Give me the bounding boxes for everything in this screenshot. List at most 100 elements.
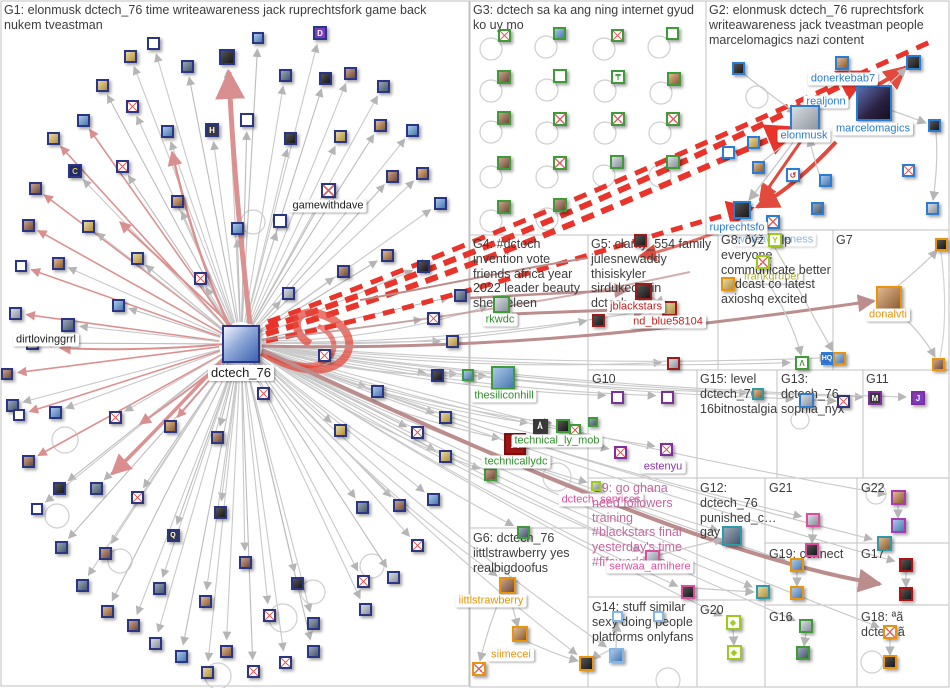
graph-node[interactable] (810, 201, 824, 215)
graph-node[interactable] (591, 313, 605, 327)
graph-node[interactable] (306, 644, 320, 658)
graph-node[interactable] (415, 166, 429, 180)
graph-node[interactable] (75, 578, 89, 592)
graph-node-dctech_76[interactable] (222, 325, 260, 363)
graph-node[interactable] (556, 419, 570, 433)
graph-node[interactable] (410, 425, 424, 439)
graph-node[interactable] (591, 481, 601, 491)
graph-node[interactable] (746, 135, 760, 149)
graph-node[interactable] (934, 237, 948, 251)
graph-node[interactable] (666, 155, 680, 169)
graph-node-siimecei[interactable] (512, 626, 528, 642)
graph-node[interactable] (15, 260, 27, 272)
graph-node[interactable] (281, 286, 295, 300)
graph-node[interactable] (552, 26, 566, 40)
graph-node[interactable] (721, 277, 735, 291)
graph-node[interactable] (370, 384, 384, 398)
graph-node[interactable] (51, 256, 65, 270)
graph-node[interactable] (805, 543, 819, 557)
graph-node[interactable] (306, 616, 320, 630)
graph-node[interactable] (81, 219, 95, 233)
graph-node[interactable] (818, 173, 832, 187)
graph-node[interactable] (790, 558, 804, 572)
graph-node[interactable] (462, 369, 474, 381)
graph-node[interactable] (290, 576, 304, 590)
graph-node[interactable] (256, 386, 270, 400)
graph-node[interactable] (652, 610, 664, 622)
graph-node[interactable] (343, 66, 357, 80)
graph-node[interactable] (278, 655, 292, 669)
graph-node[interactable] (1, 368, 13, 380)
graph-node[interactable] (681, 585, 695, 599)
graph-node[interactable] (193, 271, 207, 285)
graph-node-dirtlovinggrrl[interactable] (61, 318, 75, 332)
graph-node[interactable] (796, 646, 810, 660)
graph-node[interactable] (633, 233, 647, 247)
graph-node[interactable] (376, 79, 390, 93)
graph-node-rkwdc[interactable] (492, 295, 510, 313)
graph-node[interactable] (89, 481, 103, 495)
graph-node[interactable]: ◈ (725, 614, 741, 630)
graph-node[interactable] (262, 608, 276, 622)
graph-node[interactable] (246, 664, 260, 678)
graph-node[interactable] (392, 498, 406, 512)
graph-node[interactable] (667, 72, 681, 86)
graph-node[interactable] (148, 636, 162, 650)
graph-node[interactable] (905, 54, 921, 70)
graph-node[interactable] (497, 111, 511, 125)
graph-node[interactable] (21, 218, 35, 232)
graph-node[interactable] (588, 417, 598, 427)
graph-node[interactable]: Y (768, 233, 782, 247)
graph-node[interactable] (336, 264, 350, 278)
graph-node[interactable] (410, 538, 424, 552)
graph-node[interactable] (28, 181, 42, 195)
graph-node[interactable]: Q (166, 528, 180, 542)
graph-node[interactable] (553, 156, 567, 170)
graph-node[interactable]: ↺ (786, 168, 800, 182)
graph-node[interactable] (317, 348, 331, 362)
graph-node[interactable] (219, 644, 233, 658)
graph-node[interactable]: J (911, 391, 925, 405)
graph-node[interactable] (430, 368, 444, 382)
graph-node[interactable] (516, 525, 530, 539)
graph-node[interactable]: ◆ (726, 644, 742, 660)
graph-node[interactable] (318, 71, 332, 85)
graph-node[interactable] (433, 196, 447, 210)
graph-node[interactable] (925, 201, 939, 215)
graph-node[interactable] (373, 118, 387, 132)
graph-node[interactable] (608, 647, 624, 663)
graph-node[interactable] (416, 259, 430, 273)
graph-node[interactable] (213, 505, 227, 519)
graph-node[interactable] (721, 145, 735, 159)
graph-node[interactable] (666, 112, 680, 126)
graph-node[interactable] (611, 610, 623, 622)
graph-node[interactable] (198, 594, 212, 608)
graph-node[interactable] (283, 131, 297, 145)
graph-node[interactable] (358, 602, 372, 616)
graph-node[interactable] (497, 70, 511, 84)
graph-node-thesiliconhill[interactable] (491, 366, 515, 390)
graph-node-donerkebab7[interactable] (835, 56, 849, 70)
graph-node[interactable] (386, 570, 400, 584)
graph-node[interactable] (610, 28, 624, 42)
graph-node[interactable] (130, 251, 144, 265)
graph-node[interactable] (553, 69, 567, 83)
graph-node[interactable] (927, 118, 941, 132)
graph-node[interactable] (170, 194, 184, 208)
graph-node[interactable]: D (313, 26, 327, 40)
graph-node[interactable] (13, 409, 25, 421)
graph-node[interactable] (356, 574, 370, 588)
graph-node[interactable] (426, 311, 440, 325)
graph-node[interactable] (883, 625, 897, 639)
graph-node[interactable] (21, 454, 35, 468)
graph-node[interactable] (610, 155, 624, 169)
graph-node-iittlstrawberry[interactable] (498, 576, 516, 594)
graph-node[interactable] (126, 618, 140, 632)
graph-node[interactable] (899, 587, 913, 601)
graph-node[interactable] (876, 535, 892, 551)
graph-node[interactable] (438, 449, 452, 463)
graph-node[interactable] (380, 248, 394, 262)
graph-node[interactable] (146, 36, 160, 50)
graph-node[interactable] (180, 59, 194, 73)
graph-node[interactable] (152, 581, 166, 595)
